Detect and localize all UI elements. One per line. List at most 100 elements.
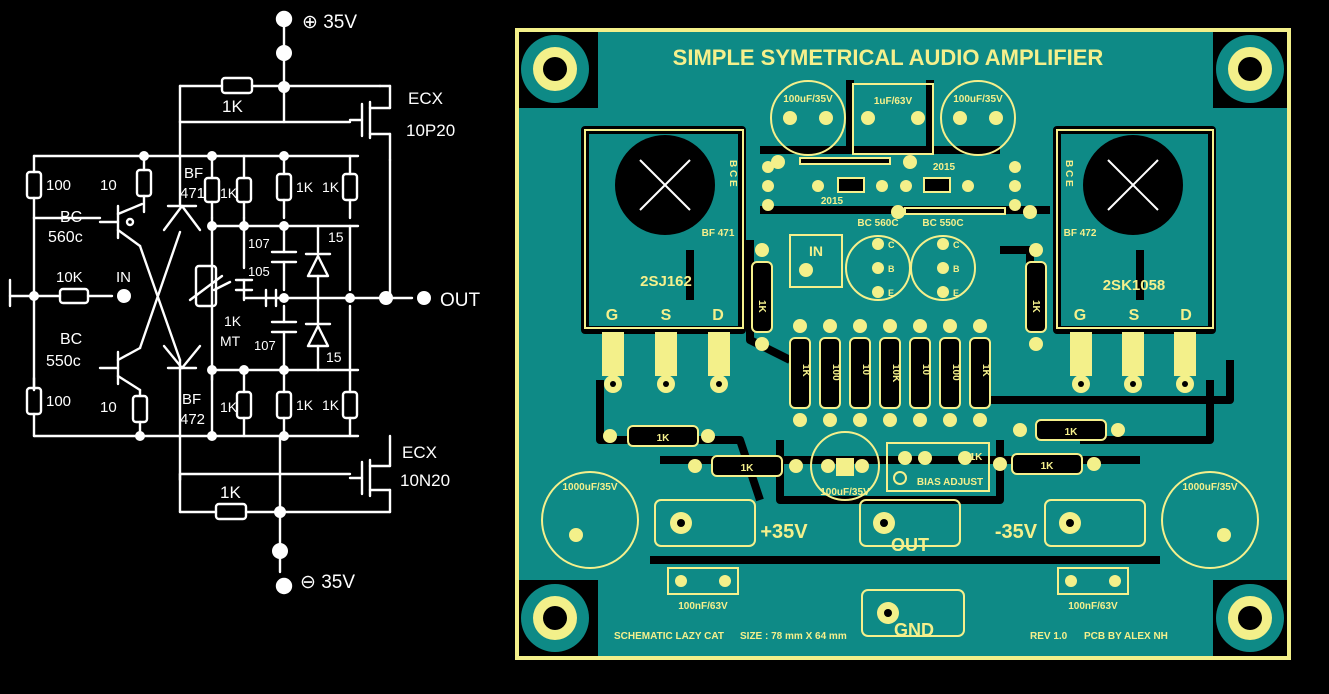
pcb-gnd: GND [894,620,934,640]
label-bf471-2: 471 [180,185,205,202]
pcb-in: IN [809,243,823,259]
pcb-transistor-pin-label: E [888,288,894,298]
pcb-res-h-right-upper: 1K [1065,427,1079,438]
label-c105: 105 [248,264,270,279]
label-d2: 15 [326,349,342,365]
pcb-pin-s-right: S [1129,307,1140,324]
label-r1k-c: 1K [322,179,340,195]
label-r1k-d: 1K [220,399,238,415]
pcb-pin-d-left: D [712,307,724,324]
label-r1k-f: 1K [322,397,340,413]
label-mos-top-1: ECX [408,89,443,108]
heatsink-right [1083,135,1183,235]
pcb-bc550: BC 550C [922,218,963,229]
pcb-transistor-pin-label: C [888,240,895,250]
pcb-res-side-left: 1K [756,300,767,314]
pcb-res-side-right: 1K [1030,300,1041,314]
label-r1k-a: 1K [220,185,238,201]
label-r10k: 10K [56,269,83,286]
pcb-res-vertical-label: 10 [920,364,931,376]
label-supply-pos: ⊕ 35V [302,12,357,33]
pcb-res-vertical-label: 100 [950,364,961,381]
label-supply-neg: ⊖ 35V [300,572,355,593]
pcb-pin-d-right: D [1180,307,1192,324]
pcb-bc560: BC 560C [857,218,898,229]
pcb-transistor-pins: C B E C B E [888,240,960,298]
pcb-pin-g-left: G [606,307,618,324]
pcb-res-h-left-lower: 1K [741,463,755,474]
pcb-bf-pins-right: B C E [1063,160,1074,187]
label-r100-bottom: 100 [46,393,71,410]
pcb-out: OUT [891,535,929,555]
label-d1: 15 [328,229,344,245]
pcb-small-cap-right: 100nF/63V [1068,601,1118,612]
pcb-res-h-left-upper: 1K [657,433,671,444]
pcb-cap-right: 100uF/35V [953,94,1003,105]
mosfet-bottom-symbol [348,434,392,514]
pcb-transistor-pin-label: B [953,264,960,274]
pcb-pcb-by: PCB BY ALEX NH [1084,631,1168,642]
pcb-diode-b: 2015 [821,196,844,207]
label-c107-b: 107 [254,338,276,353]
label-r1k-b: 1K [296,179,314,195]
label-in: IN [116,269,131,286]
label-r-top: 1K [222,97,243,116]
label-r10-bottom: 10 [100,399,117,416]
pcb-rev: REV 1.0 [1030,631,1068,642]
label-q1-2: 560c [48,229,83,246]
schematic [8,10,431,595]
label-mos-bottom-1: ECX [402,443,437,462]
pcb-bf472: BF 472 [1064,228,1097,239]
label-pot-sub: MT [220,333,241,349]
label-out: OUT [440,290,481,311]
pcb-resistor-labels: 1K 100 10 10K 10 100 1K [800,364,991,383]
pcb-pin-s-left: S [661,307,672,324]
pcb-transistor-pin-label: E [953,288,959,298]
pcb-big-cap-left: 1000uF/35V [562,482,617,493]
pcb-res-vertical-label: 10K [890,364,901,383]
label-c107-a: 107 [248,236,270,251]
pcb-size: SIZE : 78 mm X 64 mm [740,631,847,642]
pcb-res-vertical-label: 10 [860,364,871,376]
pcb-mos-right: 2SK1058 [1103,277,1166,294]
label-bf472-1: BF [182,391,201,408]
schematic-labels: ⊕ 35V 1K ECX 10P20 100 10 BC 560c BF 471… [46,12,481,593]
pcb-bf471: BF 471 [702,228,735,239]
label-pot: 1K [224,313,242,329]
pcb-cap-center: 100uF/35V [820,487,870,498]
label-q2-1: BC [60,331,82,348]
pcb-bf-pins-left: B C E [727,160,738,187]
pcb-cap-left: 100uF/35V [783,94,833,105]
pcb-res-h-right-lower: 1K [1041,461,1055,472]
pcb-diode-a: 2015 [933,162,956,173]
mount-holes [521,35,1284,652]
label-q1-1: BC [60,209,82,226]
heatsink-left [615,135,715,235]
pcb-board [515,28,1291,660]
pcb-transistor-pin-label: C [953,240,960,250]
pcb-res-vertical-label: 1K [980,364,991,378]
pcb-transistor-pin-label: B [888,264,895,274]
pcb-labels: SIMPLE SYMETRICAL AUDIO AMPLIFIER 100uF/… [562,45,1237,642]
label-r-bottom: 1K [220,483,241,502]
label-r1k-e: 1K [296,397,314,413]
pcb-small-cap-left: 100nF/63V [678,601,728,612]
pcb-cap-mid: 1uF/63V [874,96,913,107]
label-bf471-1: BF [184,165,203,182]
pcb-neg-supply: -35V [995,521,1038,543]
pcb-pin-g-right: G [1074,307,1086,324]
mosfet-top-symbol [348,84,392,162]
label-r100-top: 100 [46,177,71,194]
pcb-big-cap-right: 1000uF/35V [1182,482,1237,493]
label-mos-bottom-2: 10N20 [400,471,450,490]
label-r10-top: 10 [100,177,117,194]
pcb-pos-supply: +35V [760,521,808,543]
supply-neg-terminal [275,577,293,595]
pcb-bias: BIAS ADJUST [917,477,983,488]
pcb-res-vertical-label: 1K [800,364,811,378]
pcb-title: SIMPLE SYMETRICAL AUDIO AMPLIFIER [673,45,1104,70]
pcb-res-vertical-label: 100 [830,364,841,381]
label-bf472-2: 472 [180,411,205,428]
